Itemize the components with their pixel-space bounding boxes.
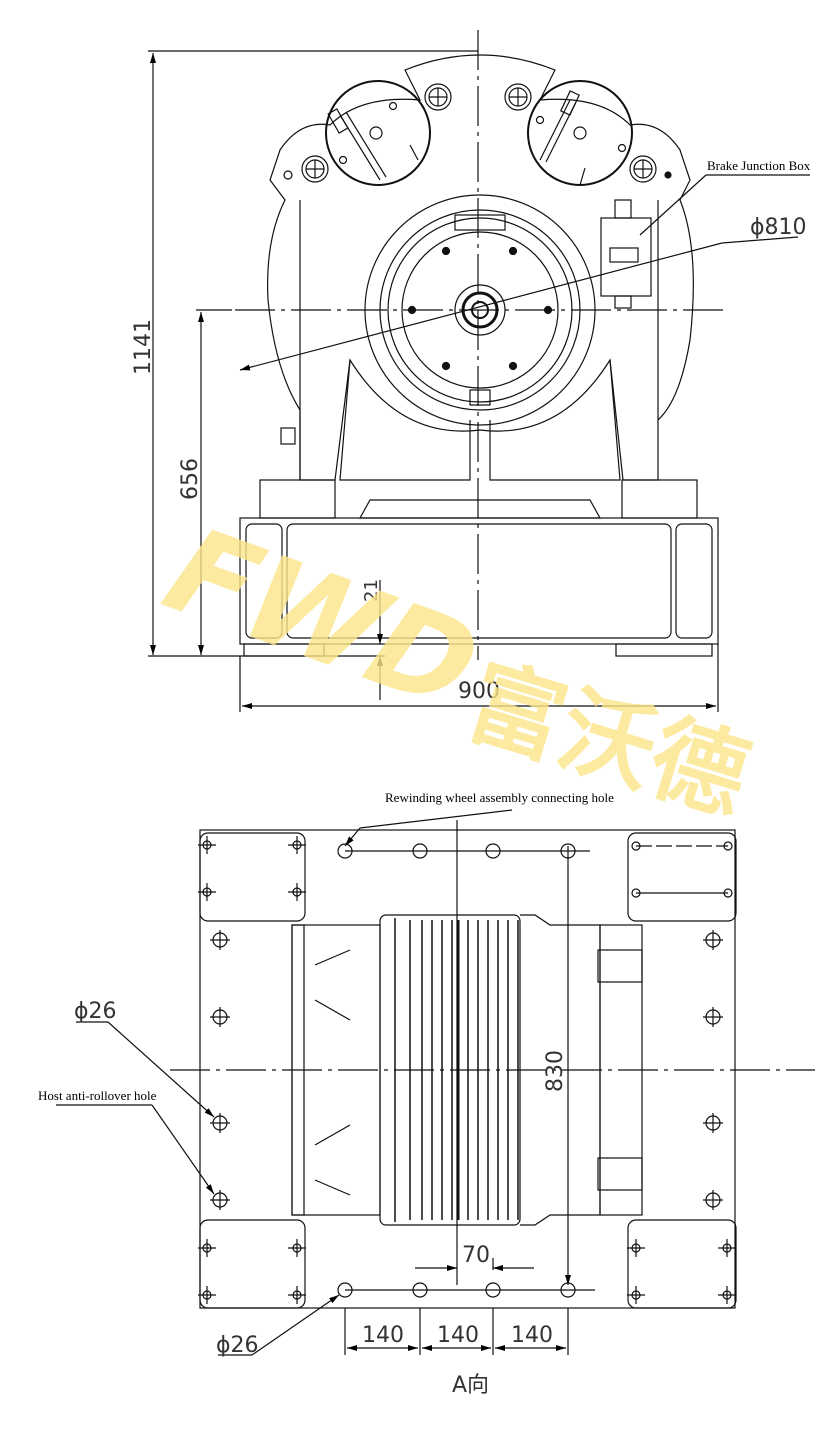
dim-shaft-height: 656 [178, 458, 203, 500]
bottom-view [56, 809, 815, 1356]
bolt-icon [301, 83, 657, 183]
dim-pitch-3: 140 [511, 1323, 553, 1348]
dim-hole-diameter-bottom: ϕ26 [216, 1333, 259, 1358]
dim-pitch-2: 140 [437, 1323, 479, 1348]
front-view [148, 30, 810, 712]
watermark: FWD 富沃德 [133, 506, 760, 835]
dim-offset-70: 70 [462, 1243, 490, 1268]
dim-hole-diameter-top: ϕ26 [74, 999, 117, 1024]
callout-anti-rollover-hole: Host anti-rollover hole [38, 1088, 157, 1103]
crosshair-hole-icon [198, 836, 736, 1304]
callout-rewinding-hole: Rewinding wheel assembly connecting hole [385, 790, 614, 805]
watermark-chinese: 富沃德 [455, 647, 760, 836]
dim-base-width: 900 [458, 679, 500, 704]
dim-base-offset: 21 [361, 579, 382, 602]
dim-hole-spacing-830: 830 [543, 1050, 568, 1092]
dim-sheave-diameter: ϕ810 [750, 215, 807, 240]
callout-brake-junction-box: Brake Junction Box [707, 158, 811, 173]
dim-pitch-1: 140 [362, 1323, 404, 1348]
view-label: A向 [452, 1373, 489, 1398]
dim-total-height: 1141 [131, 319, 156, 375]
watermark-latin: FWD [133, 506, 511, 732]
